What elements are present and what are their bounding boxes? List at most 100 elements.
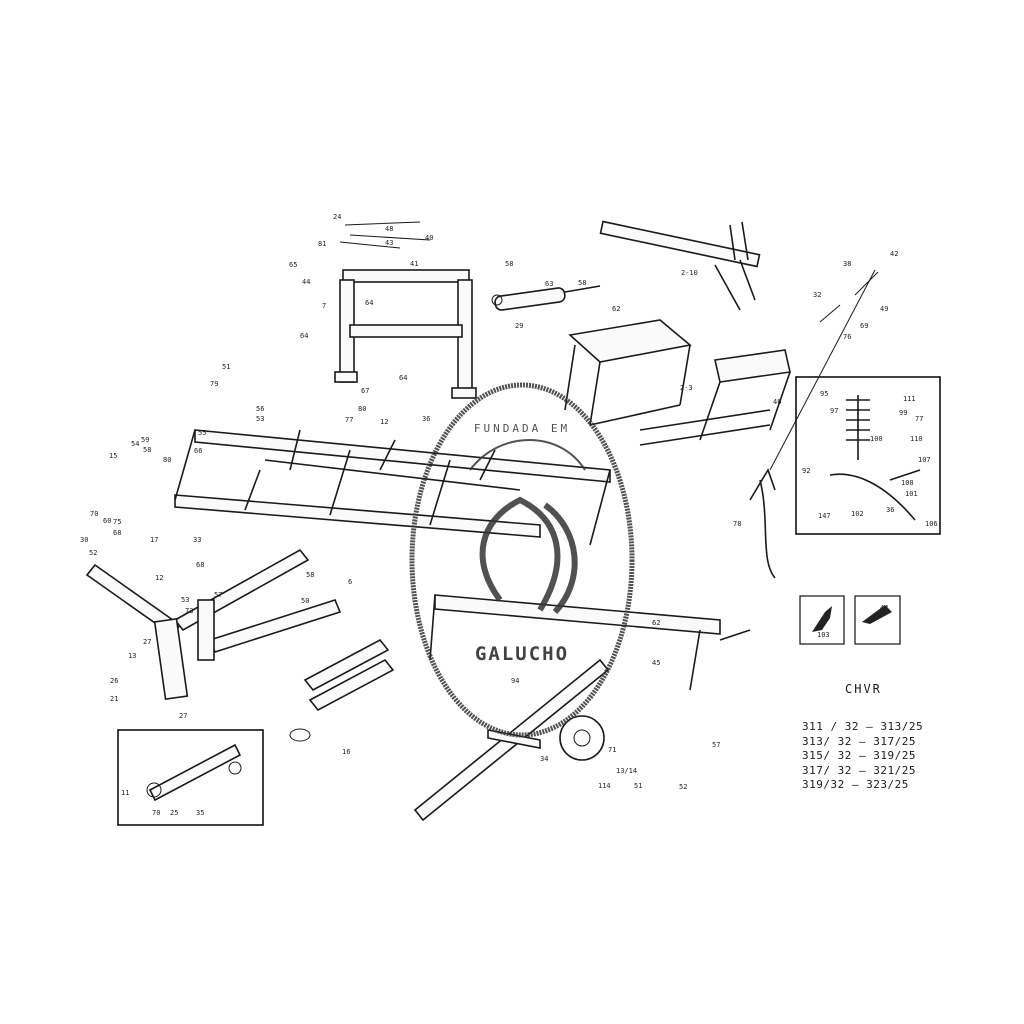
callout-label: 51 <box>634 782 642 790</box>
callout-label: 21 <box>110 695 118 703</box>
callout-label: 48 <box>385 225 393 233</box>
model-code-list: 311 / 32 — 313/25 313/ 32 — 317/25 315/ … <box>802 720 923 793</box>
callout-label: 34 <box>540 755 548 763</box>
callout-label: 97 <box>830 407 838 415</box>
callout-label: 95 <box>820 390 828 398</box>
callout-label: 58 <box>306 571 314 579</box>
callout-labels: 24 48 40 81 43 65 44 41 7 64 64 58 63 58… <box>80 213 938 817</box>
callout-label: 64 <box>300 332 308 340</box>
callout-label: 53 <box>256 415 264 423</box>
callout-label: 110 <box>910 435 923 443</box>
callout-label: 53 <box>181 596 189 604</box>
callout-label: 27 <box>143 638 151 646</box>
callout-label: 32 <box>813 291 821 299</box>
callout-label: 17 <box>150 536 158 544</box>
callout-label: 33 <box>193 536 201 544</box>
callout-label: 58 <box>505 260 513 268</box>
callout-label: 30 <box>80 536 88 544</box>
callout-label: 36 <box>886 506 894 514</box>
callout-label: 103 <box>817 631 830 639</box>
callout-label: 40 <box>425 234 433 242</box>
callout-label: 68 <box>113 529 121 537</box>
spring-shank <box>749 269 879 579</box>
callout-label: 44 <box>302 278 310 286</box>
callout-label: 38 <box>843 260 851 268</box>
model-code: 313/ 32 — 317/25 <box>802 734 916 748</box>
callout-label: 81 <box>318 240 326 248</box>
callout-label: 111 <box>903 395 916 403</box>
callout-label: 44 <box>880 604 888 612</box>
callout-label: 71 <box>608 746 616 754</box>
callout-label: 52 <box>89 549 97 557</box>
callout-label: 15 <box>109 452 117 460</box>
callout-label: 25 <box>170 809 178 817</box>
callout-label: 2-10 <box>681 269 698 277</box>
callout-label: 108 <box>901 479 914 487</box>
callout-label: 63 <box>545 280 553 288</box>
watermark-seal: AG FUNDADA EM GALUCHO <box>409 382 635 738</box>
callout-label: 106 <box>925 520 938 528</box>
drawbar-assembly <box>85 548 342 701</box>
callout-label: 55 <box>198 429 206 437</box>
callout-label: 80 <box>358 405 366 413</box>
callout-label: 42 <box>890 250 898 258</box>
callout-label: 7 <box>322 302 326 310</box>
lower-frame <box>413 594 751 822</box>
model-title: CHVR <box>845 682 882 696</box>
callout-label: 70 <box>90 510 98 518</box>
callout-label: 79 <box>210 380 218 388</box>
watermark-top-text: FUNDADA EM <box>474 422 570 435</box>
callout-label: 29 <box>515 322 523 330</box>
callout-label: 35 <box>196 809 204 817</box>
callout-label: 27 <box>179 712 187 720</box>
callout-label: 24 <box>333 213 341 221</box>
callout-label: 26 <box>110 677 118 685</box>
detail-box-shank <box>795 376 941 535</box>
callout-label: 45 <box>652 659 660 667</box>
callout-label: 57 <box>712 741 720 749</box>
callout-label: 11 <box>121 789 129 797</box>
callout-label: 99 <box>899 409 907 417</box>
callout-label: 52 <box>679 783 687 791</box>
callout-label: 57 <box>214 591 222 599</box>
callout-label: 58 <box>578 279 586 287</box>
callout-label: 76 <box>843 333 851 341</box>
callout-label: 80 <box>163 456 171 464</box>
callout-label: 62 <box>652 619 660 627</box>
callout-label: 41 <box>410 260 418 268</box>
callout-label: 12 <box>155 574 163 582</box>
callout-label: 13/14 <box>616 767 637 775</box>
callout-label: 13 <box>128 652 136 660</box>
callout-label: 65 <box>289 261 297 269</box>
point-detail-2 <box>854 595 901 645</box>
callout-label: 77 <box>915 415 923 423</box>
callout-label: 6 <box>348 578 352 586</box>
callout-label: 101 <box>905 490 918 498</box>
tow-bar <box>599 220 761 311</box>
hydraulic-cylinder <box>491 285 601 311</box>
model-code: 317/ 32 — 321/25 <box>802 763 916 777</box>
callout-label: 64 <box>399 374 407 382</box>
callout-label: 147 <box>818 512 831 520</box>
callout-label: 64 <box>365 299 373 307</box>
model-code: 315/ 32 — 319/25 <box>802 749 916 762</box>
callout-label: 73 <box>185 607 193 615</box>
callout-label: 69 <box>860 322 868 330</box>
callout-label: 66 <box>194 447 202 455</box>
detail-box-coupling <box>117 729 264 826</box>
callout-label: 70 <box>152 809 160 817</box>
callout-label: 12 <box>380 418 388 426</box>
callout-label: 58 <box>143 446 151 454</box>
upright-frame <box>334 221 477 399</box>
rear-frame <box>564 319 791 446</box>
telescopic-bar <box>289 638 395 742</box>
callout-label: 67 <box>361 387 369 395</box>
callout-label: 46 <box>773 398 781 406</box>
callout-label: 49 <box>880 305 888 313</box>
callout-label: 62 <box>612 305 620 313</box>
callout-label: 114 <box>598 782 611 790</box>
callout-label: 102 <box>851 510 864 518</box>
callout-label: 36 <box>422 415 430 423</box>
callout-label: 77 <box>345 416 353 424</box>
